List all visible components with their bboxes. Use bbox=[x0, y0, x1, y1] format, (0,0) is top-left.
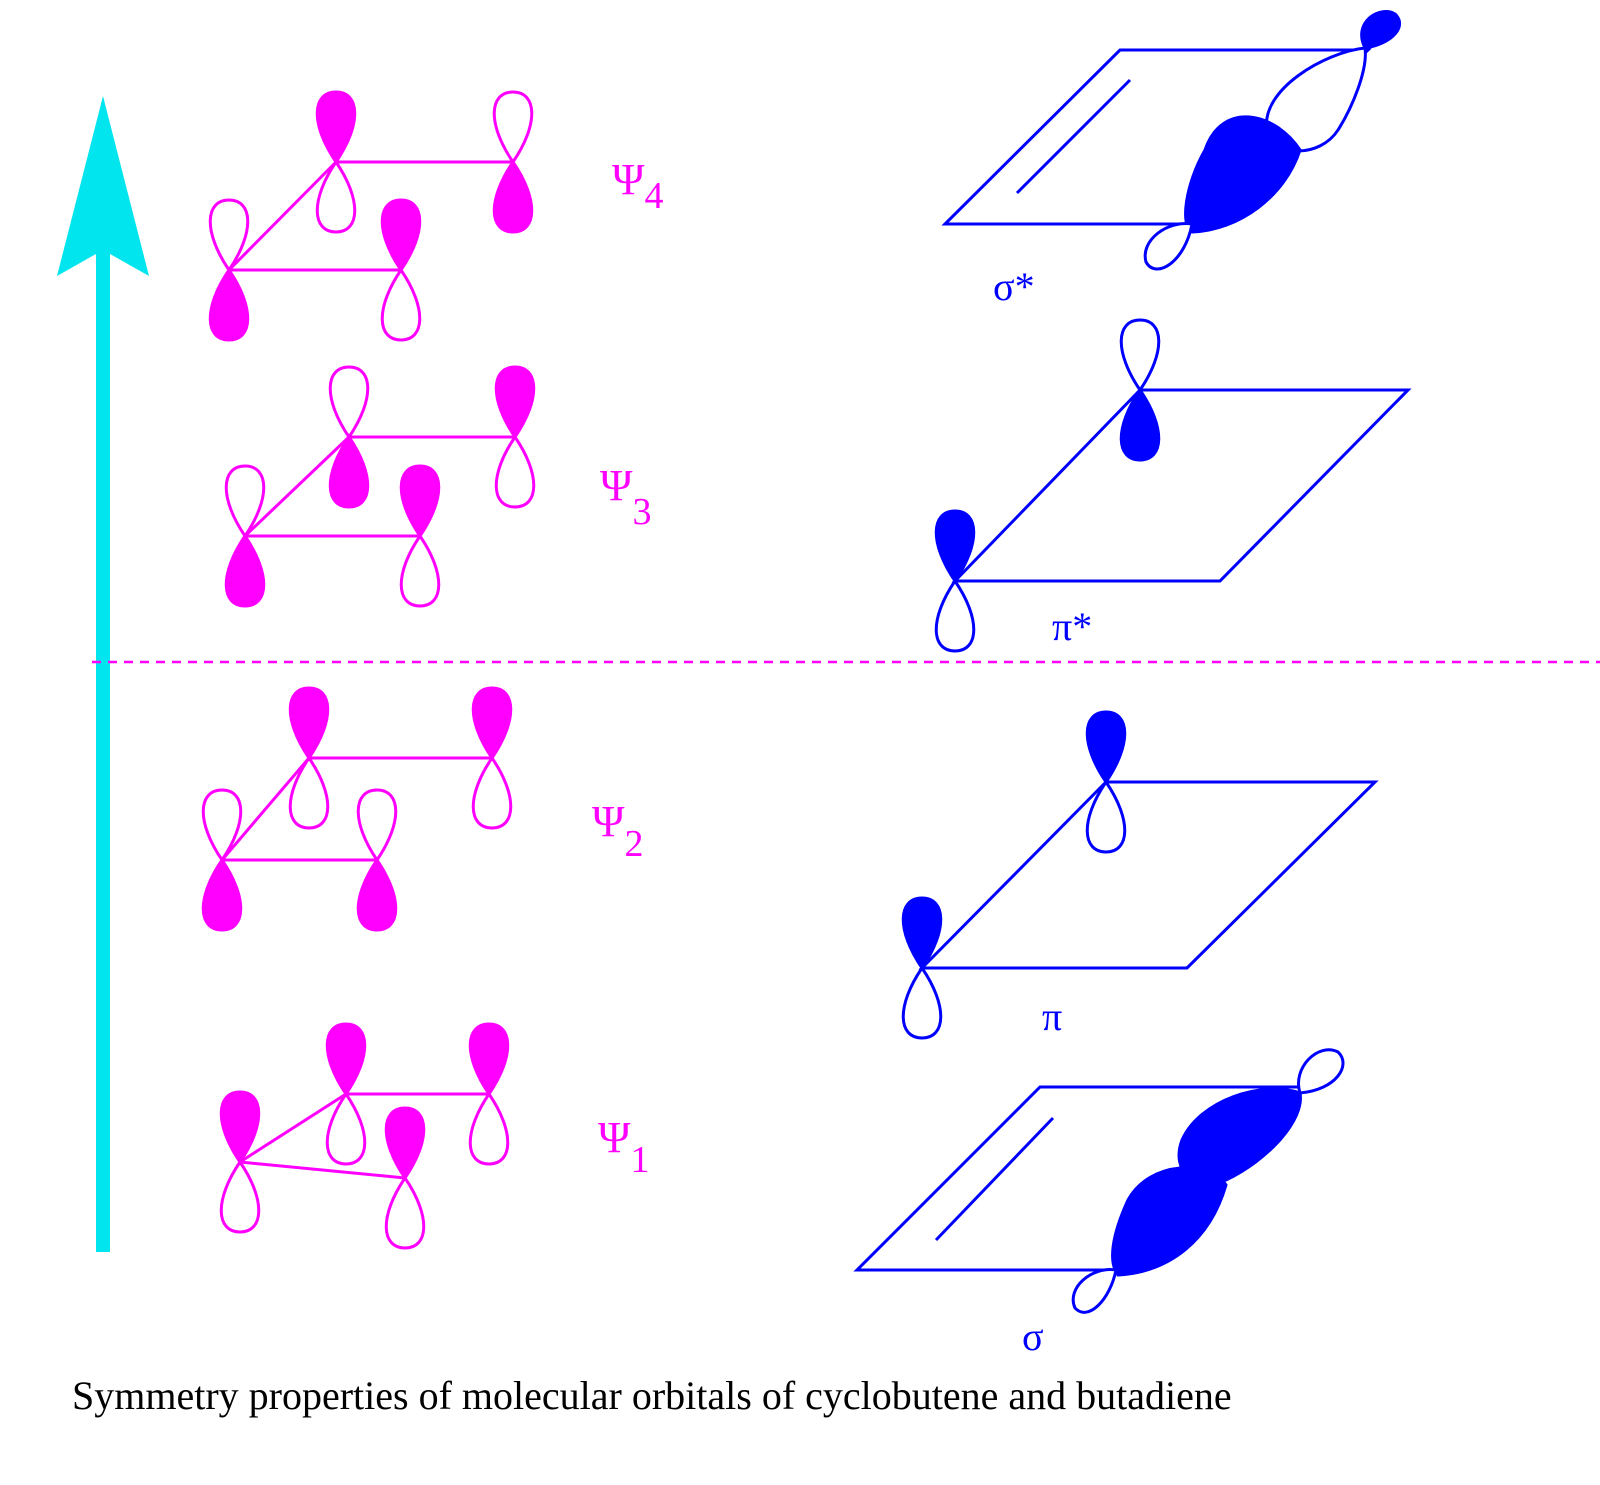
p-lobe-down-open bbox=[934, 579, 976, 653]
sigma-bond bbox=[220, 757, 311, 861]
pi-label: π bbox=[1042, 994, 1062, 1039]
sigma-label: σ bbox=[1022, 1314, 1044, 1359]
p-lobe-up-filled bbox=[468, 1022, 510, 1096]
psi-2-orbitals bbox=[201, 686, 513, 932]
p-lobe-down-open bbox=[288, 756, 330, 830]
psi-4-label: Ψ4 bbox=[612, 155, 663, 217]
p-lobe-down-open bbox=[384, 1176, 426, 1250]
p-lobe-down-open bbox=[380, 268, 422, 342]
p-lobe-up-filled bbox=[315, 90, 357, 164]
p-lobe-up-filled bbox=[901, 896, 943, 970]
lobe-inner-large-filled bbox=[1184, 115, 1302, 234]
p-lobe-up-filled bbox=[471, 686, 513, 760]
p-lobe-down-open bbox=[219, 1160, 261, 1234]
p-lobe-down-open bbox=[1085, 780, 1127, 854]
p-lobe-down-filled bbox=[208, 268, 250, 342]
p-lobe-up-filled bbox=[384, 1106, 426, 1180]
p-lobe-down-open bbox=[901, 966, 943, 1040]
psi-1-orbitals bbox=[219, 1022, 510, 1250]
p-lobe-down-open bbox=[325, 1092, 367, 1166]
psi-3-label: Ψ3 bbox=[600, 461, 651, 533]
p-lobe-down-filled bbox=[1119, 388, 1161, 462]
p-lobe-up-open bbox=[492, 90, 534, 164]
ring-plane bbox=[951, 388, 1412, 583]
p-lobe-up-filled bbox=[934, 509, 976, 583]
p-lobe-up-open bbox=[356, 788, 398, 862]
p-lobe-up-open bbox=[201, 788, 243, 862]
psi-2-label: Ψ2 bbox=[592, 797, 643, 865]
p-lobe-down-open bbox=[471, 756, 513, 830]
cyclobutene-pi-star bbox=[934, 318, 1412, 653]
p-lobe-up-open bbox=[208, 198, 250, 272]
p-lobe-up-filled bbox=[325, 1022, 367, 1096]
psi-labels: Ψ4 Ψ3 Ψ2 Ψ1 bbox=[592, 155, 663, 1181]
ring-plane bbox=[918, 780, 1379, 970]
p-lobe-down-open bbox=[315, 160, 357, 234]
p-lobe-up-filled bbox=[1085, 710, 1127, 784]
p-lobe-up-filled bbox=[219, 1090, 261, 1164]
butadiene-orbitals bbox=[201, 90, 536, 1250]
p-lobe-up-filled bbox=[399, 464, 441, 538]
cyclobutene-sigma bbox=[853, 1048, 1345, 1314]
sigma-bond bbox=[239, 1092, 347, 1164]
lobe-outer-small-open bbox=[1143, 222, 1194, 271]
p-lobe-up-filled bbox=[380, 198, 422, 272]
p-lobe-down-filled bbox=[356, 858, 398, 932]
psi-1-label: Ψ1 bbox=[598, 1113, 649, 1181]
psi-3-orbitals bbox=[224, 365, 536, 608]
sigma-bond bbox=[243, 435, 351, 538]
p-lobe-down-open bbox=[494, 435, 536, 509]
p-lobe-down-filled bbox=[201, 858, 243, 932]
lobe-inner-large-filled-2 bbox=[1111, 1166, 1228, 1277]
double-bond-line bbox=[934, 1116, 1055, 1242]
psi-4-orbitals bbox=[208, 90, 534, 342]
cyclobutene-pi bbox=[901, 710, 1379, 1040]
lobe-outer-small-open bbox=[1297, 1048, 1345, 1095]
pi-star-label: π* bbox=[1052, 604, 1092, 649]
p-lobe-up-open bbox=[328, 365, 370, 439]
p-lobe-down-filled bbox=[492, 160, 534, 234]
lobe-outer-small bbox=[1360, 10, 1402, 50]
p-lobe-up-filled bbox=[494, 365, 536, 439]
lobe-outer-small-open bbox=[1071, 1268, 1118, 1314]
sigma-bond bbox=[239, 1160, 406, 1180]
figure-caption: Symmetry properties of molecular orbital… bbox=[72, 1373, 1232, 1418]
p-lobe-down-filled bbox=[224, 534, 266, 608]
sigma-star-label: σ* bbox=[993, 264, 1035, 309]
double-bond-line bbox=[1015, 78, 1132, 195]
cyclobutene-sigma-star bbox=[941, 10, 1402, 271]
p-lobe-up-filled bbox=[288, 686, 330, 760]
energy-arrow bbox=[57, 96, 149, 1252]
p-lobe-up-open bbox=[1119, 318, 1161, 392]
p-lobe-down-open bbox=[399, 534, 441, 608]
sigma-bond bbox=[227, 160, 338, 272]
p-lobe-down-open bbox=[468, 1092, 510, 1166]
energy-arrow-head bbox=[57, 96, 149, 276]
